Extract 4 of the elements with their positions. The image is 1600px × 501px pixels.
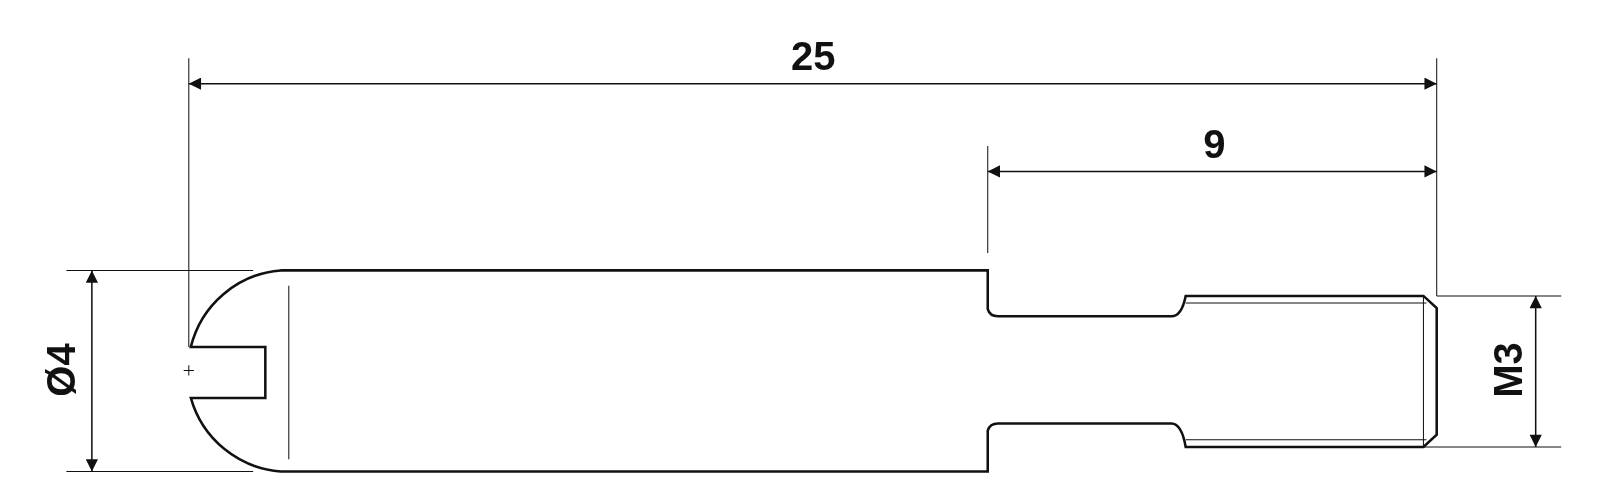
dimension-label: Ø4 xyxy=(41,343,82,398)
dimension-label: 9 xyxy=(1203,123,1226,164)
dimension-label: M3 xyxy=(1488,342,1529,399)
dimension-label: 25 xyxy=(791,36,836,77)
